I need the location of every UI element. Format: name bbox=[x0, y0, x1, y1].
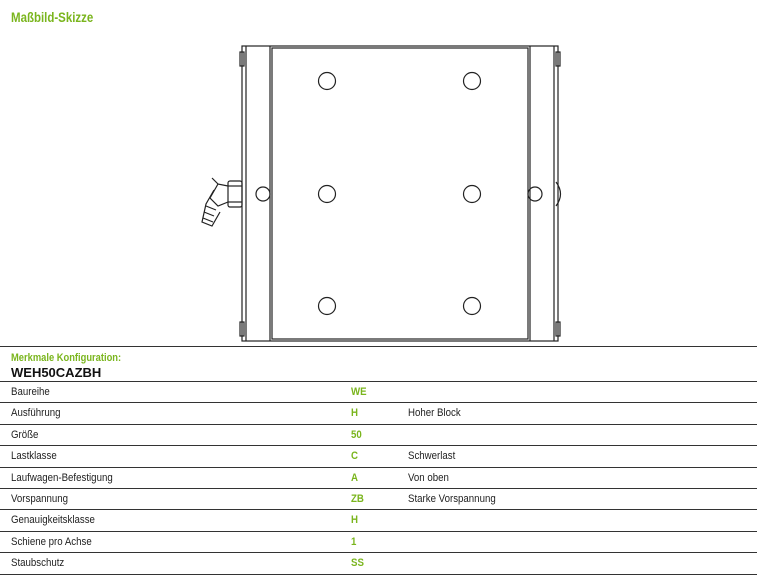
row-name: Baureihe bbox=[11, 386, 50, 398]
row-desc: Von oben bbox=[408, 471, 449, 484]
row-name: Lastklasse bbox=[11, 450, 57, 463]
block-body-outline bbox=[241, 45, 559, 342]
table-row: Baureihe WE bbox=[0, 381, 757, 402]
row-desc: Schwerlast bbox=[408, 450, 456, 463]
row-name: Ausführung bbox=[11, 407, 61, 420]
row-code: ZB bbox=[351, 492, 364, 505]
table-row: Größe 50 bbox=[0, 423, 757, 445]
block-top-plate bbox=[271, 47, 529, 340]
row-desc: Starke Vorspannung bbox=[408, 492, 496, 505]
feature-table: Baureihe WE Ausführung H Hoher Block Grö… bbox=[0, 381, 757, 575]
row-code: 50 bbox=[351, 428, 362, 441]
row-name: Genauigkeitsklasse bbox=[11, 514, 95, 527]
row-name: Größe bbox=[11, 428, 39, 441]
configuration-header: Merkmale Konfiguration: WEH50CAZBH bbox=[0, 346, 757, 383]
row-code: A bbox=[351, 471, 358, 484]
row-code: 1 bbox=[351, 535, 357, 548]
row-code: SS bbox=[351, 557, 364, 570]
table-row: Genauigkeitsklasse H bbox=[0, 509, 757, 530]
row-code: C bbox=[351, 450, 358, 463]
dimension-drawing bbox=[201, 45, 562, 342]
row-name: Vorspannung bbox=[11, 492, 69, 505]
table-row: Vorspannung ZB Starke Vorspannung bbox=[0, 487, 757, 509]
table-row: Schiene pro Achse 1 bbox=[0, 530, 757, 552]
row-desc: Hoher Block bbox=[408, 407, 461, 420]
right-plug bbox=[555, 181, 562, 207]
row-name: Laufwagen-Befestigung bbox=[11, 471, 113, 484]
row-name: Staubschutz bbox=[11, 557, 65, 570]
row-code: WE bbox=[351, 386, 367, 398]
configuration-label: Merkmale Konfiguration: bbox=[11, 352, 122, 364]
row-code: H bbox=[351, 514, 358, 527]
section-title: Maßbild-Skizze bbox=[11, 9, 94, 25]
grease-nipple-icon bbox=[201, 177, 243, 227]
row-name: Schiene pro Achse bbox=[11, 535, 92, 548]
table-row: Laufwagen-Befestigung A Von oben bbox=[0, 466, 757, 488]
row-code: H bbox=[351, 407, 358, 420]
configuration-code: WEH50CAZBH bbox=[11, 365, 102, 380]
mounting-holes bbox=[255, 71, 543, 316]
table-row: Lastklasse C Schwerlast bbox=[0, 445, 757, 466]
table-row: Ausführung H Hoher Block bbox=[0, 402, 757, 423]
table-row: Staubschutz SS bbox=[0, 552, 757, 575]
